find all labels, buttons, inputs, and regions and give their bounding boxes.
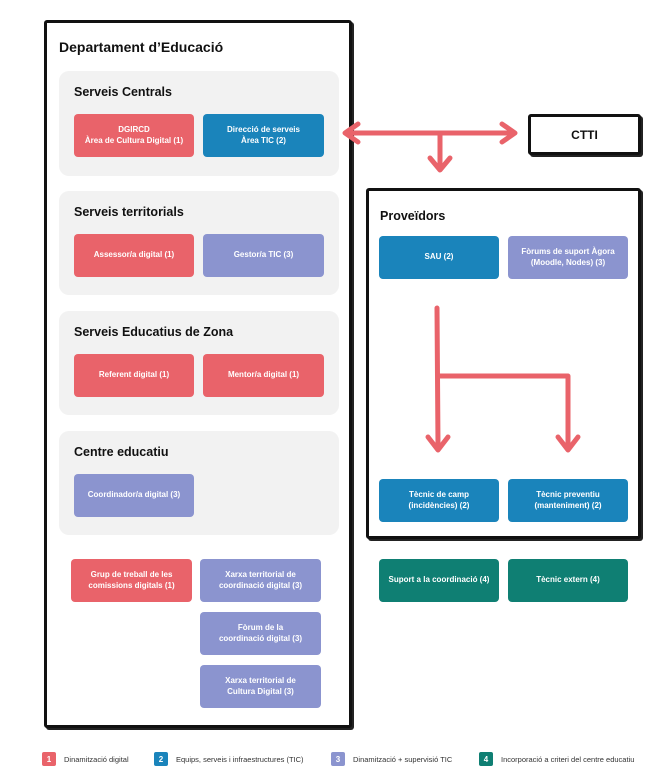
legend-item-1: 1 Dinamització digital <box>42 752 129 766</box>
providers-title: Proveïdors <box>380 209 446 223</box>
legend-label: Equips, serveis i infraestructures (TIC) <box>176 754 304 764</box>
section-title: Serveis Centrals <box>74 85 172 99</box>
ctti-label: CTTI <box>571 127 598 142</box>
box-suport-coordinacio: Suport a la coordinació (4) <box>379 559 499 602</box>
box-gestor-tic: Gestor/a TIC (3) <box>203 234 324 277</box>
box-forums-agora: Fòrums de suport Àgora (Moodle, Nodes) (… <box>508 236 628 279</box>
box-referent-digital: Referent digital (1) <box>74 354 194 397</box>
arrowhead-down-providers <box>427 155 453 173</box>
box-xarxa-cultura-digital: Xarxa territorial de Cultura Digital (3) <box>200 665 321 708</box>
box-tecnic-extern: Tècnic extern (4) <box>508 559 628 602</box>
legend-badge: 2 <box>154 752 168 766</box>
box-forum-coordinacio: Fòrum de la coordinació digital (3) <box>200 612 321 655</box>
section-serveis-educatius-zona: Serveis Educatius de Zona Referent digit… <box>59 311 339 415</box>
section-centre-educatiu: Centre educatiu Coordinador/a digital (3… <box>59 431 339 535</box>
box-coordinador-digital: Coordinador/a digital (3) <box>74 474 194 517</box>
box-tecnic-camp: Tècnic de camp (incidències) (2) <box>379 479 499 522</box>
box-direccio-serveis: Direcció de serveis Àrea TIC (2) <box>203 114 324 157</box>
legend-label: Dinamització + supervisió TIC <box>353 754 453 764</box>
ctti-box: CTTI <box>528 114 641 155</box>
legend-badge: 1 <box>42 752 56 766</box>
section-serveis-territorials: Serveis territorials Assessor/a digital … <box>59 191 339 295</box>
box-xarxa-territorial-coordinacio: Xarxa territorial de coordinació digital… <box>200 559 321 602</box>
box-tecnic-preventiu: Tècnic preventiu (manteniment) (2) <box>508 479 628 522</box>
section-title: Serveis territorials <box>74 205 184 219</box>
legend-badge: 4 <box>479 752 493 766</box>
department-title: Departament d’Educació <box>59 39 224 55</box>
box-mentor-digital: Mentor/a digital (1) <box>203 354 324 397</box>
legend-label: Incorporació a criteri del centre educat… <box>501 754 635 764</box>
legend-label: Dinamització digital <box>64 754 129 764</box>
legend-item-4: 4 Incorporació a criteri del centre educ… <box>479 752 634 766</box>
box-dgircd: DGIRCD Àrea de Cultura Digital (1) <box>74 114 194 157</box>
box-grup-treball: Grup de treball de les comissions digita… <box>71 559 192 602</box>
section-title: Centre educatiu <box>74 445 169 459</box>
legend-item-2: 2 Equips, serveis i infraestructures (TI… <box>154 752 304 766</box>
box-sau: SAU (2) <box>379 236 499 279</box>
arrowhead-right <box>499 121 518 145</box>
section-title: Serveis Educatius de Zona <box>74 325 234 339</box>
section-serveis-centrals: Serveis Centrals DGIRCD Àrea de Cultura … <box>59 71 339 176</box>
legend-item-3: 3 Dinamització + supervisió TIC <box>331 752 452 766</box>
legend-badge: 3 <box>331 752 345 766</box>
box-assessor-digital: Assessor/a digital (1) <box>74 234 194 277</box>
